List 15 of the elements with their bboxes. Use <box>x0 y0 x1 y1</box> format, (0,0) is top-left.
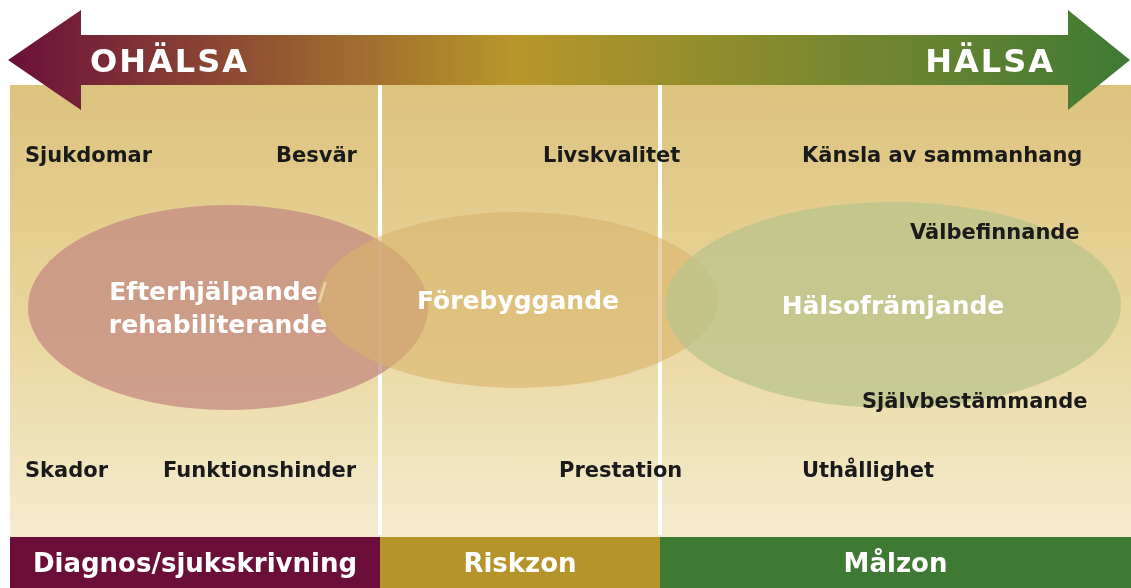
unhealth-label: OHÄLSA <box>90 42 249 80</box>
term-label: Självbestämmande <box>862 389 1088 413</box>
target-zone-bar: Målzon <box>660 537 1131 588</box>
diagnosis-zone-bar: Diagnos/sjukskrivning <box>10 537 380 588</box>
term-label: Uthållighet <box>802 458 935 482</box>
term-label: Besvär <box>276 143 357 167</box>
term-label: Skador <box>25 458 109 482</box>
health-label: HÄLSA <box>925 42 1055 80</box>
term-label: Funktionshinder <box>163 458 356 482</box>
term-label: Välbefinnande <box>910 220 1080 244</box>
term-label: Prestation <box>559 458 683 482</box>
risk-zone-bar: Riskzon <box>380 537 660 588</box>
double-arrow <box>8 10 1130 110</box>
term-label: Sjukdomar <box>25 143 153 167</box>
term-label: Känsla av sammanhang <box>802 143 1083 167</box>
